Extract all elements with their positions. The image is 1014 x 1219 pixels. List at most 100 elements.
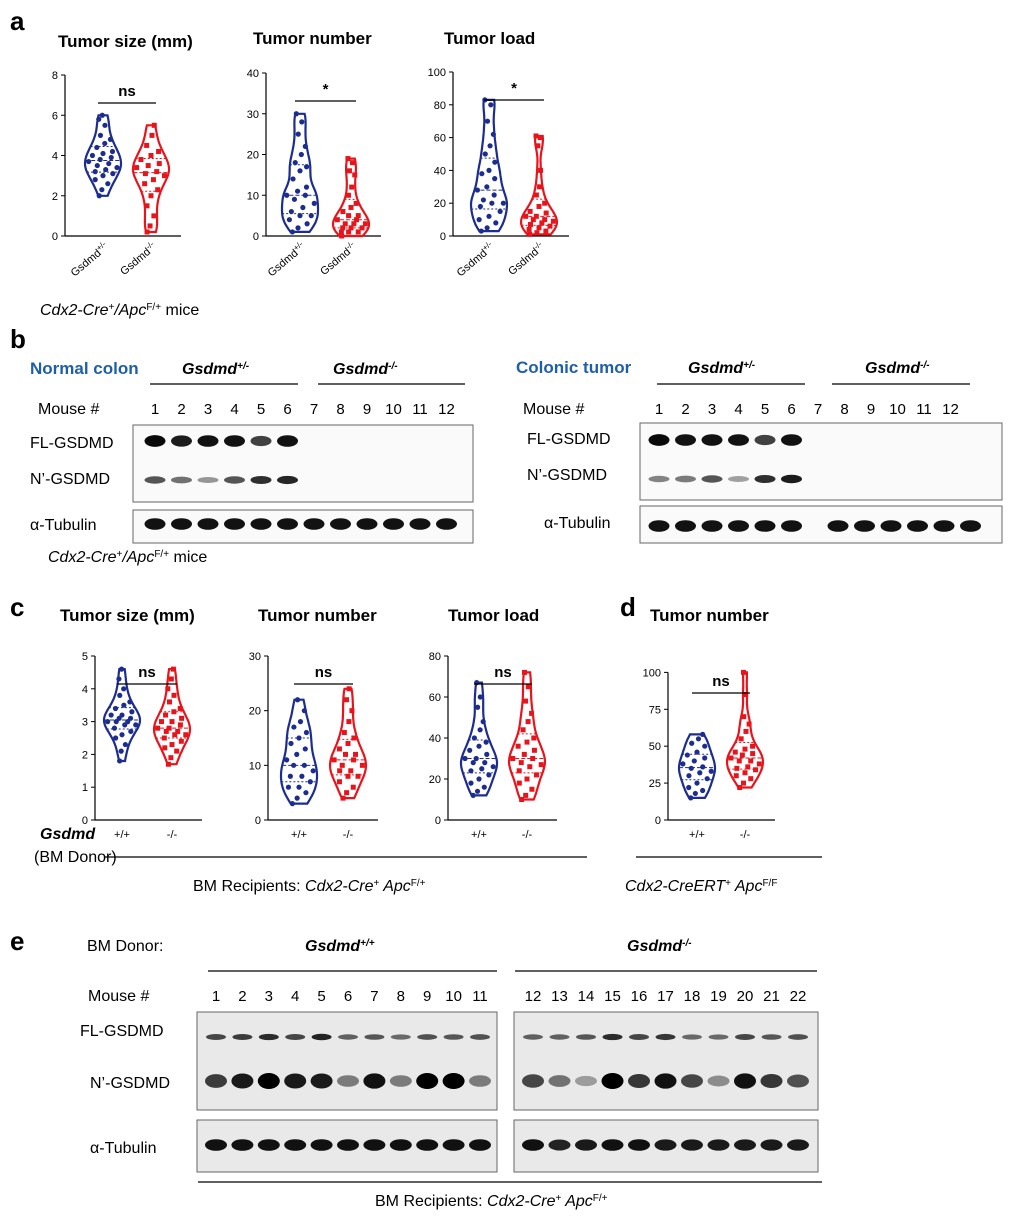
group-label-b-right-2: Gsdmd-/- [865,360,930,378]
data-point [684,752,690,758]
band-tubulin [436,518,457,530]
data-point [122,722,128,728]
data-point [337,768,343,774]
data-point [704,776,710,782]
data-point [177,722,183,728]
data-point [301,762,307,768]
data-point [142,171,148,177]
y-tick-label: 20 [434,198,446,210]
band-fl-gsdmd [144,435,166,447]
band-tubulin [231,1139,254,1151]
y-tick-label: 8 [52,70,58,82]
lane-number: 11 [916,401,932,418]
data-point [733,773,739,779]
data-point [117,758,123,764]
band-n-gsdmd [654,1073,677,1089]
band-fl-gsdmd [250,435,272,447]
data-point [518,760,524,766]
data-point [736,758,742,764]
data-point [484,118,491,124]
data-point [470,792,476,799]
band-fl-gsdmd [224,435,245,447]
data-point [341,730,347,736]
y-tick-label: 0 [253,231,259,243]
data-point [473,755,479,762]
group-label-e-1: Gsdmd+/+ [305,938,375,956]
data-point [345,192,351,198]
band-n-gsdmd [310,1073,333,1089]
data-point [96,116,102,122]
data-point [175,728,181,734]
data-point [300,204,306,211]
data-point [741,714,747,720]
band-tubulin [648,520,670,532]
data-point [525,719,531,725]
violin-outline [677,733,717,799]
data-point [172,732,178,738]
data-point [174,748,180,754]
blot-heading-colonic-tumor: Colonic tumor [516,358,632,377]
y-tick-label: 0 [440,231,446,243]
data-point [519,797,525,802]
lane-number: 22 [790,988,807,1005]
y-tick-label: 30 [249,651,261,663]
band-fl-gsdmd [549,1034,570,1040]
data-point [340,225,346,231]
data-point [161,735,167,741]
data-point [297,168,303,174]
data-point [695,736,702,742]
data-point [542,200,548,206]
lane-number: 10 [889,401,906,418]
lane-number: 17 [657,988,674,1005]
data-point [697,770,703,776]
x-category-sup: -/- [344,239,356,251]
group-label-b-left-1: Gsdmd+/- [182,361,250,379]
violin-outline [279,698,319,805]
data-point [346,719,352,725]
band-tubulin [880,520,902,532]
data-point [484,184,490,190]
data-point [486,167,492,173]
data-point [170,666,176,672]
data-point [342,221,348,227]
band-tubulin [701,520,723,532]
chart-title-a3: Tumor load [444,29,535,48]
band-n-gsdmd [787,1074,809,1088]
significance-label: ns [712,673,730,690]
data-point [171,692,177,698]
data-point [526,226,532,232]
band-tubulin [933,520,955,532]
data-point [96,193,102,199]
band-fl-gsdmd [470,1034,490,1040]
data-point [105,181,111,187]
data-point [295,225,301,231]
data-point [497,208,503,214]
data-point [117,692,123,698]
band-n-gsdmd [575,1075,597,1087]
lane-number: 3 [708,401,716,418]
x-category-label: -/- [522,829,533,841]
lane-number: 7 [310,401,318,418]
mouse-label: Mouse # [88,988,149,1005]
data-point [750,743,756,749]
band-tubulin [250,518,272,530]
data-point [529,710,535,716]
data-point [178,738,184,744]
band-tubulin [284,1139,307,1151]
band-tubulin [781,520,802,532]
data-point [147,223,153,229]
data-point [741,780,747,786]
band-tubulin [337,1139,359,1151]
data-point [302,746,308,752]
data-point [482,151,488,157]
data-point [166,725,172,731]
chart-title-c1: Tumor size (mm) [60,606,195,625]
data-point [122,741,128,748]
data-point [484,751,490,758]
data-point [734,765,740,771]
data-point [302,192,308,198]
x-category-label: -/- [167,829,178,841]
band-tubulin [827,520,849,532]
